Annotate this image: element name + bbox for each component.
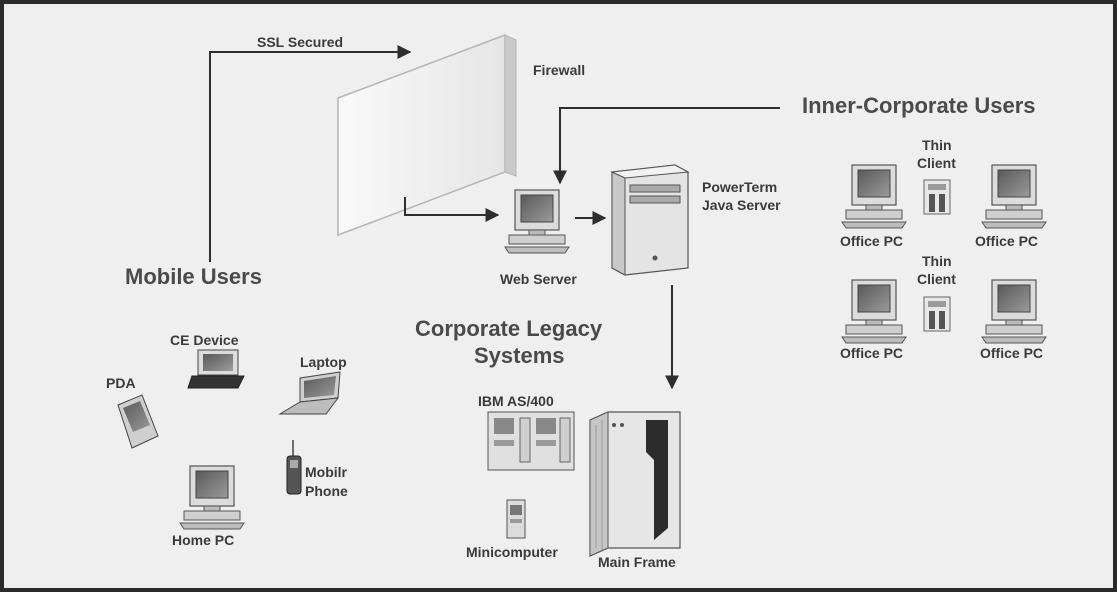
as400-icon <box>487 411 575 471</box>
pda-label: PDA <box>106 375 136 391</box>
web-server-label: Web Server <box>500 271 577 287</box>
ce-device-icon <box>187 349 245 389</box>
office-pc-label-1: Office PC <box>840 233 903 249</box>
powerterm-server-icon <box>610 164 690 276</box>
powerterm-label-line2: Java Server <box>702 197 781 213</box>
thin-client-label-2b: Client <box>917 271 956 287</box>
ssl-secured-label: SSL Secured <box>257 34 343 50</box>
office-pc-icon-4 <box>981 279 1047 344</box>
firewall-to-webserver-line <box>404 197 500 222</box>
office-pc-label-4: Office PC <box>980 345 1043 361</box>
thin-client-label-2a: Thin <box>922 253 952 269</box>
mobile-users-title: Mobile Users <box>125 264 262 289</box>
home-pc-label: Home PC <box>172 532 234 548</box>
ssl-connection-line <box>209 45 412 262</box>
thin-client-icon-1 <box>923 179 951 215</box>
pda-icon <box>117 394 159 449</box>
office-pc-icon-2 <box>981 164 1047 229</box>
firewall-label: Firewall <box>533 62 585 78</box>
mainframe-label: Main Frame <box>598 554 676 570</box>
as400-label: IBM AS/400 <box>478 393 554 409</box>
mobile-phone-icon <box>286 440 302 495</box>
legacy-title-line2: Systems <box>474 343 565 368</box>
minicomputer-label: Minicomputer <box>466 544 558 560</box>
laptop-label: Laptop <box>300 354 347 370</box>
powerterm-label-line1: PowerTerm <box>702 179 777 195</box>
office-pc-icon-3 <box>841 279 907 344</box>
office-pc-label-2: Office PC <box>975 233 1038 249</box>
ce-device-label: CE Device <box>170 332 239 348</box>
mainframe-icon <box>589 411 681 557</box>
minicomputer-icon <box>506 499 526 539</box>
legacy-title-line1: Corporate Legacy <box>415 316 603 341</box>
laptop-icon <box>278 371 341 415</box>
thin-client-icon-2 <box>923 296 951 332</box>
web-server-icon <box>504 189 570 254</box>
inner-corporate-line <box>553 107 780 185</box>
firewall-wall <box>337 33 517 237</box>
mobile-phone-label-2: Phone <box>305 483 348 499</box>
office-pc-label-3: Office PC <box>840 345 903 361</box>
home-pc-icon <box>179 465 245 530</box>
thin-client-label-1a: Thin <box>922 137 952 153</box>
office-pc-icon-1 <box>841 164 907 229</box>
inner-corporate-title: Inner-Corporate Users <box>802 93 1036 118</box>
mobile-phone-label-1: Mobilr <box>305 464 348 480</box>
thin-client-label-1b: Client <box>917 155 956 171</box>
